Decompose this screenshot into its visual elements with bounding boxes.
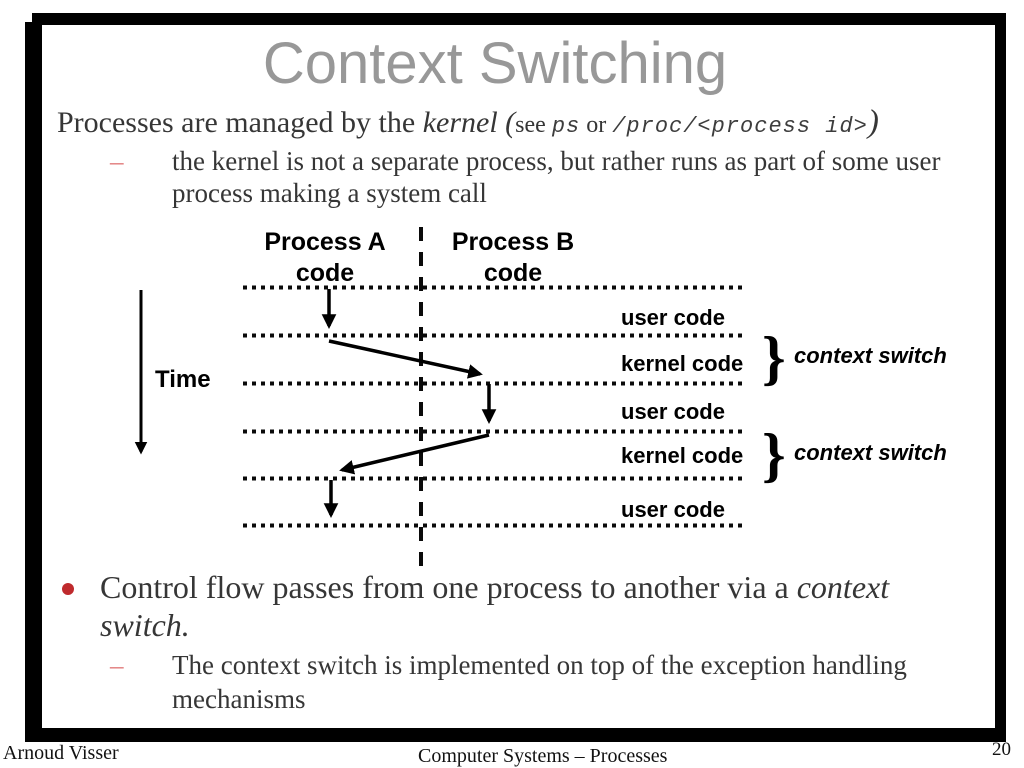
footer-page-number: 20 bbox=[992, 739, 1011, 760]
sub-bullet-exception: – The context switch is implemented on t… bbox=[110, 648, 907, 716]
bullet-control-flow-text: Control flow passes from one process to … bbox=[100, 568, 889, 644]
sub-bullet-kernel: – the kernel is not a separate process, … bbox=[110, 145, 941, 209]
sub-bullet-exception-line2: mechanisms bbox=[172, 684, 306, 714]
bullet-line1-italic: context bbox=[796, 569, 890, 605]
time-label: Time bbox=[155, 366, 211, 393]
process-a-name: Process A bbox=[264, 228, 386, 256]
sub-bullet-kernel-text: the kernel is not a separate process, bu… bbox=[172, 145, 941, 209]
bullet-icon bbox=[62, 583, 74, 595]
row-label-user-code-1: user code bbox=[621, 305, 725, 330]
page-title: Context Switching bbox=[262, 31, 728, 96]
intro-text: Processes are managed by the kernel (see… bbox=[57, 104, 879, 141]
footer-course-title: Computer Systems – Processes bbox=[418, 745, 668, 767]
bullet-control-flow: Control flow passes from one process to … bbox=[62, 568, 889, 644]
row-label-kernel-code-1: kernel code bbox=[621, 351, 744, 376]
process-a-code: code bbox=[295, 259, 355, 287]
intro-see: see bbox=[515, 112, 552, 138]
row-label-kernel-code-2: kernel code bbox=[621, 443, 744, 468]
sub-bullet-kernel-line1: the kernel is not a separate process, bu… bbox=[172, 146, 941, 176]
slide-background bbox=[42, 25, 995, 728]
intro-kernel-italic: kernel ( bbox=[422, 106, 516, 139]
process-b-name: Process B bbox=[451, 228, 575, 256]
sub-bullet-dash: – bbox=[110, 146, 124, 176]
intro-close-paren: ) bbox=[867, 104, 879, 140]
bullet-control-flow-line2: switch. bbox=[100, 607, 190, 643]
intro-proc-code: /proc/<process id> bbox=[612, 114, 868, 139]
sub-bullet-exception-text: The context switch is implemented on top… bbox=[172, 648, 907, 716]
row-label-user-code-3: user code bbox=[621, 497, 725, 522]
footer-author: Arnoud Visser bbox=[3, 742, 119, 764]
sub-bullet-exception-line1: The context switch is implemented on top… bbox=[172, 650, 907, 680]
intro-pre: Processes are managed by the bbox=[57, 106, 423, 139]
context-switch-label-2: context switch bbox=[794, 440, 947, 465]
brace-icon: } bbox=[762, 422, 786, 488]
bullet-control-flow-line1: Control flow passes from one process to … bbox=[100, 568, 889, 606]
bullet-line1-regular: Control flow passes from one process to … bbox=[100, 569, 797, 605]
process-b-label: Process B code bbox=[428, 227, 598, 289]
intro-ps-code: ps bbox=[551, 114, 581, 139]
process-b-code: code bbox=[483, 259, 543, 287]
slide-border-corner-notch bbox=[25, 13, 32, 22]
sub-bullet-kernel-line2: process making a system call bbox=[172, 178, 487, 208]
process-a-label: Process A code bbox=[240, 227, 410, 289]
intro-or: or bbox=[580, 112, 613, 138]
sub-bullet-dash: – bbox=[110, 650, 124, 680]
brace-icon: } bbox=[762, 325, 786, 391]
context-switch-label-1: context switch bbox=[794, 343, 947, 368]
row-label-user-code-2: user code bbox=[621, 399, 725, 424]
